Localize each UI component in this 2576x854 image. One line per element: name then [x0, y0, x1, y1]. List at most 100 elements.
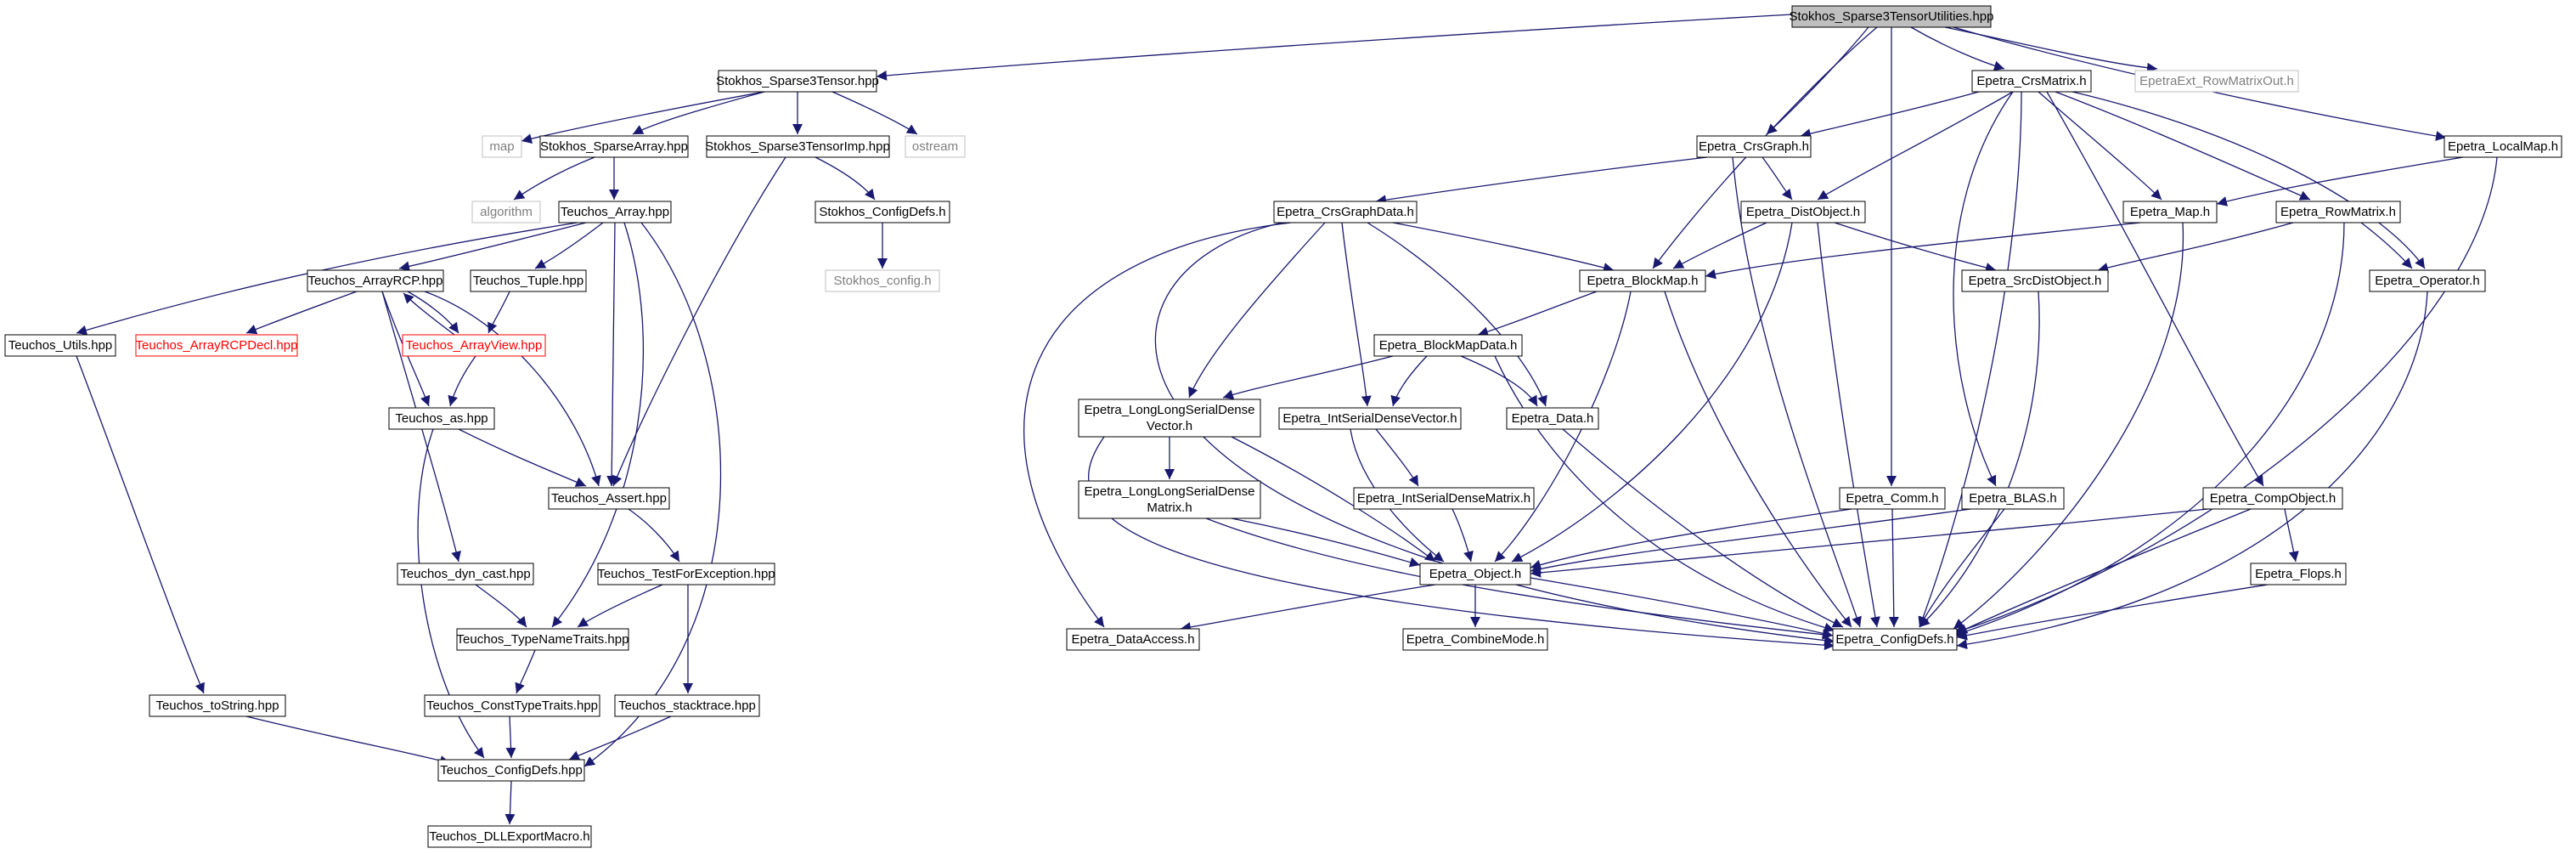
edge-crsmatrix-to-rowmatrix [2055, 91, 2311, 201]
node-epetra-distobject[interactable]: Epetra_DistObject.h [1740, 201, 1866, 223]
node-epetra-data[interactable]: Epetra_Data.h [1506, 407, 1599, 430]
edge-arrayview-to-as [448, 355, 476, 407]
node-teuchos-arrayrcp[interactable]: Teuchos_ArrayRCP.hpp [307, 269, 444, 292]
node-teuchos-tuple[interactable]: Teuchos_Tuple.hpp [470, 269, 587, 292]
edge-root-to-localmap [1953, 26, 2447, 141]
node-label: Teuchos_Tuple.hpp [473, 274, 583, 288]
node-stokhos-sparse3tensorimp[interactable]: Stokhos_Sparse3TensorImp.hpp [705, 135, 890, 158]
node-teuchos-tostring[interactable]: Teuchos_toString.hpp [149, 694, 286, 717]
node-label: Epetra_Flops.h [2255, 567, 2342, 581]
edge-arrayrcp-to-arrayrcpdecl [245, 291, 358, 335]
node-teuchos-configdefs[interactable]: Teuchos_ConfigDefs.hpp [437, 759, 585, 782]
node-epetra-rowmatrix[interactable]: Epetra_RowMatrix.h [2275, 201, 2401, 223]
edge-array-to-arrayrcp [398, 222, 587, 272]
node-teuchos-dyn-cast[interactable]: Teuchos_dyn_cast.hpp [397, 563, 534, 585]
node-epetra-crsmatrix[interactable]: Epetra_CrsMatrix.h [1971, 70, 2092, 93]
node-epetra-blas[interactable]: Epetra_BLAS.h [1961, 487, 2065, 510]
edge-sparse3tensor-to-ostream [831, 91, 918, 135]
node-teuchos-arrayrcpdecl[interactable]: Teuchos_ArrayRCPDecl.hpp [135, 334, 298, 357]
node-epetra-blockmap[interactable]: Epetra_BlockMap.h [1579, 269, 1706, 292]
node-label-line-2: Vector.h [1147, 419, 1192, 433]
edge-crsmatrix-to-compobject [2046, 91, 2264, 487]
node-algorithm[interactable]: algorithm [471, 201, 541, 223]
node-stokhos-sparse3tensorutilities[interactable]: Stokhos_Sparse3TensorUtilities.hpp [1790, 5, 1994, 28]
edge-llvector-to-configdefs [1087, 436, 1835, 651]
node-label: Epetra_BlockMap.h [1587, 274, 1699, 288]
node-epetra-configdefs[interactable]: Epetra_ConfigDefs.h [1832, 628, 1958, 651]
edge-sparse3tensorimp-to-configdefs [815, 156, 876, 201]
edge-crsmatrix-to-operator [2072, 91, 2426, 269]
node-teuchos-arrayview[interactable]: Teuchos_ArrayView.hpp [402, 334, 546, 357]
node-epetra-longlongserialdensematrix[interactable]: Epetra_LongLongSerialDense Matrix.h [1078, 480, 1261, 519]
edge-rowmatrix-to-configdefs [1953, 222, 2345, 637]
node-epetra-object[interactable]: Epetra_Object.h [1419, 563, 1531, 585]
node-label-line-2: Matrix.h [1147, 501, 1192, 515]
node-map[interactable]: map [482, 135, 522, 158]
node-epetra-blockmapdata[interactable]: Epetra_BlockMapData.h [1373, 334, 1523, 357]
node-epetra-comm[interactable]: Epetra_Comm.h [1839, 487, 1946, 510]
edge-utils-to-tostring [76, 355, 205, 694]
edge-crsgraph-to-distobject [1761, 156, 1793, 201]
edge-assert-to-testforexception [628, 508, 680, 563]
edge-array-to-typenametraits [551, 222, 644, 628]
node-epetraext-rowmatrixout[interactable]: EpetraExt_RowMatrixOut.h [2134, 70, 2299, 93]
node-epetra-intserialdensevector[interactable]: Epetra_IntSerialDenseVector.h [1278, 407, 1462, 430]
node-epetra-combinemode[interactable]: Epetra_CombineMode.h [1402, 628, 1548, 651]
node-epetra-flops[interactable]: Epetra_Flops.h [2250, 563, 2347, 585]
node-epetra-crsgraphdata[interactable]: Epetra_CrsGraphData.h [1273, 201, 1418, 223]
edge-blockmap-to-object [1494, 291, 1632, 563]
edge-sparse3tensor-to-map [521, 91, 765, 144]
edge-object-to-dataaccess [1180, 584, 1436, 632]
edge-distobject-to-object [1511, 222, 1793, 563]
node-label: Teuchos_dyn_cast.hpp [400, 567, 530, 581]
edge-distobject-to-configdefs [1817, 222, 1880, 628]
edge-array-to-assert [606, 222, 617, 487]
node-teuchos-typenametraits[interactable]: Teuchos_TypeNameTraits.hpp [456, 628, 629, 651]
node-label: Epetra_CombineMode.h [1406, 632, 1545, 647]
node-stokhos-config[interactable]: Stokhos_config.h [825, 269, 940, 292]
node-label: Epetra_IntSerialDenseMatrix.h [1357, 491, 1530, 506]
edge-arrayrcp-to-dyn-cast [381, 291, 461, 563]
edge-crsmatrix-to-distobject [1817, 91, 2014, 201]
node-label: Teuchos_ConstTypeTraits.hpp [426, 698, 598, 713]
edge-compobject-to-object [1530, 508, 2209, 578]
node-teuchos-as[interactable]: Teuchos_as.hpp [388, 407, 495, 430]
node-teuchos-utils[interactable]: Teuchos_Utils.hpp [4, 334, 116, 357]
node-ostream[interactable]: ostream [905, 135, 966, 158]
node-epetra-intserialdensematrix[interactable]: Epetra_IntSerialDenseMatrix.h [1353, 487, 1535, 510]
node-epetra-compobject[interactable]: Epetra_CompObject.h [2202, 487, 2343, 510]
edge-stacktrace-to-configdefs [568, 715, 672, 761]
node-epetra-map[interactable]: Epetra_Map.h [2122, 201, 2218, 223]
edge-crsgraph-to-configdefs [1732, 156, 1862, 628]
node-label: Stokhos_Sparse3Tensor.hpp [716, 74, 879, 88]
node-epetra-localmap[interactable]: Epetra_LocalMap.h [2444, 135, 2562, 158]
edge-comm-to-object [1530, 508, 1852, 570]
edge-crsgraphdata-to-data [1367, 222, 1547, 407]
node-label: Teuchos_ArrayRCPDecl.hpp [136, 338, 298, 353]
node-teuchos-array[interactable]: Teuchos_Array.hpp [558, 201, 672, 223]
node-label-line-1: Epetra_LongLongSerialDense [1085, 484, 1255, 499]
node-stokhos-sparse3tensor[interactable]: Stokhos_Sparse3Tensor.hpp [716, 70, 879, 93]
node-epetra-longlongserialdensevector[interactable]: Epetra_LongLongSerialDense Vector.h [1078, 399, 1261, 438]
edge-dyn-cast-to-typenametraits [475, 584, 527, 628]
node-teuchos-consttypetraits[interactable]: Teuchos_ConstTypeTraits.hpp [424, 694, 600, 717]
edge-configdefs-to-dllexportmacro [504, 780, 516, 825]
node-teuchos-stacktrace[interactable]: Teuchos_stacktrace.hpp [614, 694, 760, 717]
node-epetra-srcdistobject[interactable]: Epetra_SrcDistObject.h [1961, 269, 2109, 292]
node-teuchos-testforexception[interactable]: Teuchos_TestForException.hpp [597, 563, 775, 585]
node-teuchos-assert[interactable]: Teuchos_Assert.hpp [548, 487, 670, 510]
node-label-line-1: Epetra_LongLongSerialDense [1085, 403, 1255, 417]
edge-llmatrix-to-configdefs [1205, 517, 1834, 640]
node-epetra-dataaccess[interactable]: Epetra_DataAccess.h [1066, 628, 1200, 651]
edge-crsgraphdata-to-llvector [1188, 222, 1326, 399]
node-stokhos-sparsearray[interactable]: Stokhos_SparseArray.hpp [539, 135, 689, 158]
node-label: Epetra_SrcDistObject.h [1969, 274, 2102, 288]
node-stokhos-configdefs[interactable]: Stokhos_ConfigDefs.h [815, 201, 950, 223]
node-epetra-operator[interactable]: Epetra_Operator.h [2369, 269, 2486, 292]
node-label: Epetra_CompObject.h [2210, 491, 2336, 506]
node-label: Teuchos_ConfigDefs.hpp [440, 763, 583, 778]
node-teuchos-dllexportmacro[interactable]: Teuchos_DLLExportMacro.h [427, 825, 592, 848]
node-label: Epetra_ConfigDefs.h [1835, 632, 1953, 647]
node-epetra-crsgraph[interactable]: Epetra_CrsGraph.h [1696, 135, 1812, 158]
